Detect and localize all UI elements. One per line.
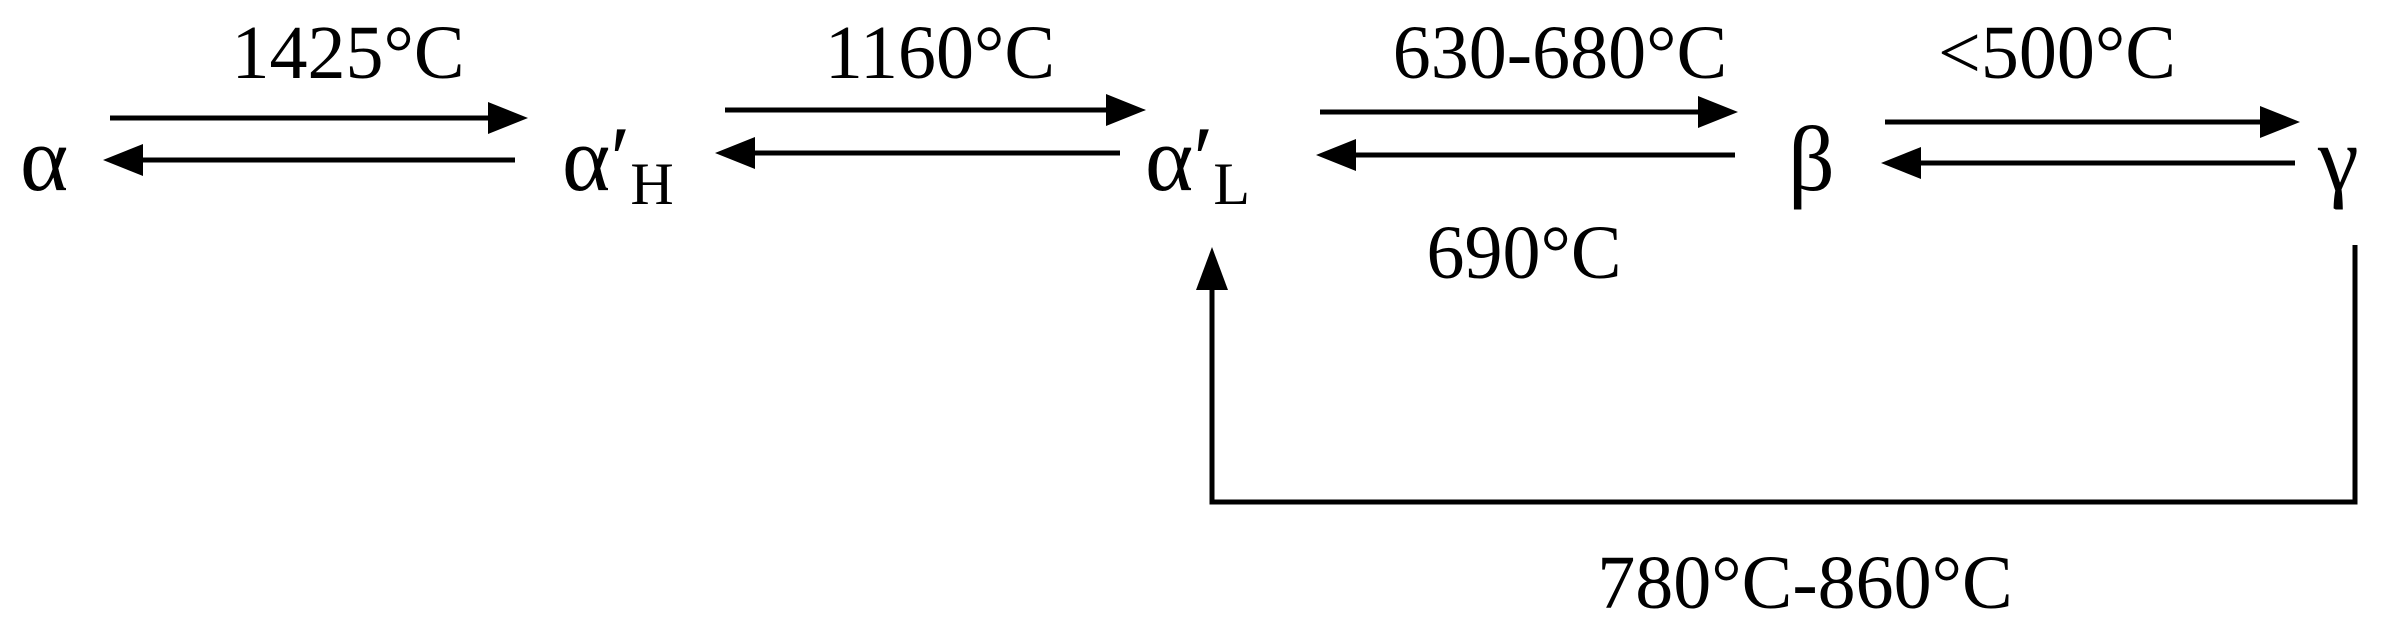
- label-alpha-h-to-alpha-l: 1160°C: [825, 11, 1055, 95]
- label-beta-to-alpha-l: 690°C: [1426, 211, 1621, 295]
- phase-beta: β: [1788, 108, 1835, 210]
- phase-alpha-h: α′H: [562, 108, 674, 217]
- arrow-alpha-to-alpha-h: [110, 102, 528, 134]
- arrow-beta-to-gamma: [1885, 106, 2300, 138]
- phase-alpha-l-symbol: α′: [1145, 108, 1213, 210]
- label-gamma-to-alpha-l: 780°C-860°C: [1597, 541, 2012, 625]
- arrow-beta-to-alpha-l: [1316, 139, 1735, 171]
- phase-gamma: γ: [2317, 108, 2359, 210]
- label-alpha-l-to-beta: 630-680°C: [1393, 11, 1727, 95]
- phase-alpha: α: [20, 108, 68, 210]
- phase-alpha-l-subscript: L: [1213, 151, 1250, 217]
- arrow-alpha-h-to-alpha: [103, 144, 515, 176]
- arrow-alpha-l-to-beta: [1320, 96, 1738, 128]
- phase-alpha-h-subscript: H: [630, 151, 673, 217]
- phase-alpha-l: α′L: [1145, 108, 1250, 217]
- phase-alpha-h-symbol: α′: [562, 108, 630, 210]
- arrow-gamma-to-alpha-l: [1196, 245, 2358, 505]
- label-beta-to-gamma: <500°C: [1938, 11, 2176, 95]
- arrow-gamma-to-beta: [1881, 147, 2295, 179]
- arrow-alpha-l-to-alpha-h: [715, 137, 1120, 169]
- label-alpha-to-alpha-h: 1425°C: [231, 11, 464, 95]
- arrow-alpha-h-to-alpha-l: [725, 94, 1146, 126]
